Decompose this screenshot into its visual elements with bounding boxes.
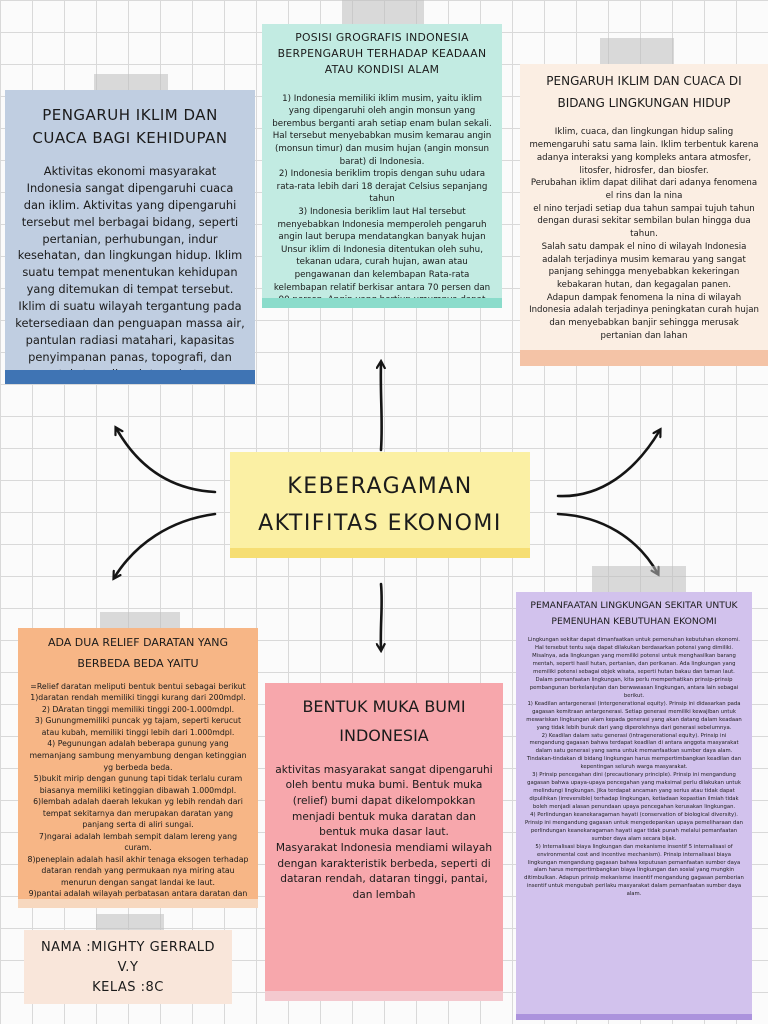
card-title: PENGARUH IKLIM DAN CUACA DI BIDANG LINGK…: [546, 74, 742, 111]
arrow-down: [381, 582, 382, 650]
tape-strip: [600, 38, 674, 68]
card-title: ADA DUA RELIEF DARATAN YANG BERBEDA BEDA…: [47, 636, 229, 670]
arrow-up: [381, 362, 382, 452]
card-torn-edge: [230, 548, 530, 558]
card-title: POSISI GROGRAFIS INDONESIA BERPENGARUH T…: [277, 31, 487, 77]
card-torn-edge: [18, 899, 258, 908]
tape-strip: [592, 566, 686, 596]
card-torn-edge: [516, 1014, 752, 1020]
arrow-lower-right: [556, 512, 658, 574]
student-class: KELAS :8C: [92, 980, 164, 996]
student-nameplate: NAMA :MIGHTY GERRALD V.Y KELAS :8C: [24, 930, 232, 1004]
card-land-relief: ADA DUA RELIEF DARATAN YANG BERBEDA BEDA…: [18, 628, 258, 908]
card-earth-surface-forms: BENTUK MUKA BUMI INDONESIA aktivitas mas…: [265, 683, 503, 1001]
card-body: =Relief daratan meliputi bentuk bentui s…: [27, 681, 250, 908]
card-torn-edge: [520, 350, 768, 366]
card-torn-edge: [5, 370, 255, 384]
arrow-lower-left: [114, 512, 217, 578]
card-environment-utilization: PEMANFAATAN LINGKUNGAN SEKITAR UNTUK PEM…: [516, 592, 752, 1020]
central-title-line1: KEBERAGAMAN: [287, 473, 473, 499]
card-body: 1) Indonesia memiliki iklim musim, yaitu…: [272, 93, 492, 308]
tape-strip: [342, 0, 424, 28]
card-weather-climate-life: PENGARUH IKLIM DAN CUACA BAGI KEHIDUPAN …: [5, 90, 255, 384]
card-title: BENTUK MUKA BUMI INDONESIA: [302, 697, 466, 745]
central-topic: KEBERAGAMAN AKTIFITAS EKONOMI: [230, 452, 530, 558]
central-title-line2: AKTIFITAS EKONOMI: [258, 511, 502, 536]
arrow-upper-right: [556, 430, 660, 498]
card-title: PENGARUH IKLIM DAN CUACA BAGI KEHIDUPAN: [32, 106, 228, 147]
card-body: Lingkungan sekitar dapat dimanfaatkan un…: [524, 637, 744, 898]
card-body: aktivitas masyarakat sangat dipengaruhi …: [275, 763, 493, 901]
card-body: Aktivitas ekonomi masyarakat Indonesia s…: [15, 164, 245, 381]
student-name: NAMA :MIGHTY GERRALD V.Y: [40, 940, 216, 976]
card-title: PEMANFAATAN LINGKUNGAN SEKITAR UNTUK PEM…: [530, 600, 738, 627]
card-geographic-position: POSISI GROGRAFIS INDONESIA BERPENGARUH T…: [262, 24, 502, 308]
card-torn-edge: [265, 991, 503, 1001]
card-climate-environment: PENGARUH IKLIM DAN CUACA DI BIDANG LINGK…: [520, 64, 768, 366]
card-body: Iklim, cuaca, dan lingkungan hidup salin…: [529, 127, 759, 341]
card-torn-edge: [262, 298, 502, 308]
arrow-upper-left: [116, 428, 217, 494]
